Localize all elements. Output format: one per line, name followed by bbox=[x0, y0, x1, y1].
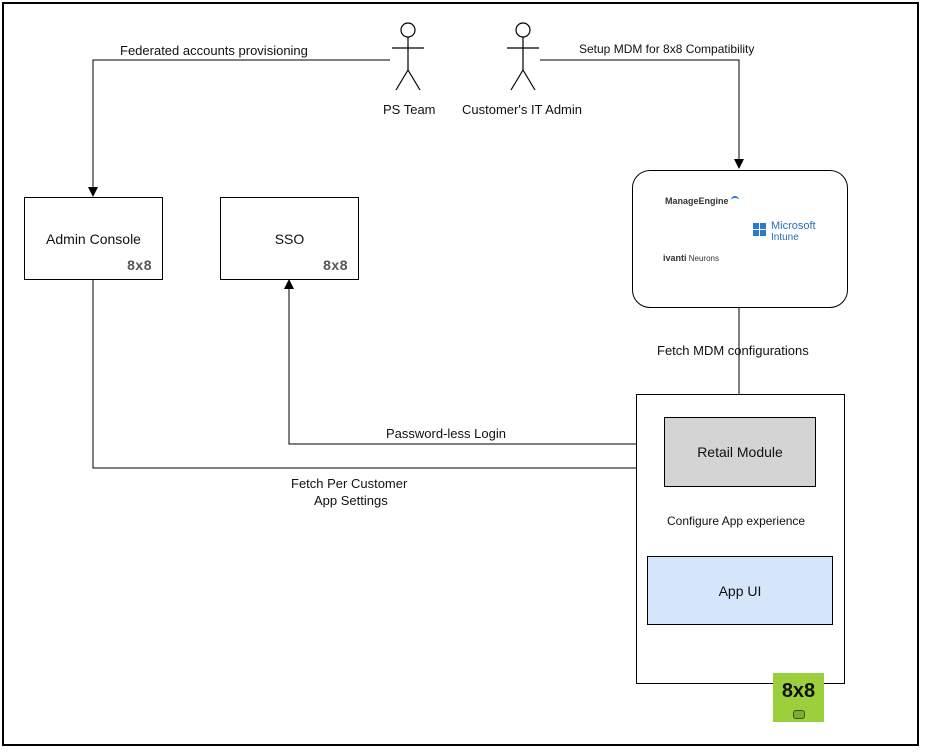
app-ui-box: App UI bbox=[647, 556, 833, 625]
ps-team-actor-icon bbox=[392, 22, 424, 91]
retail-module-label: Retail Module bbox=[697, 444, 783, 460]
edge-label-passwordless: Password-less Login bbox=[386, 426, 506, 441]
edge-label-setup-mdm: Setup MDM for 8x8 Compatibility bbox=[579, 42, 755, 56]
it-admin-actor-icon bbox=[507, 22, 539, 91]
edge-federated bbox=[88, 59, 390, 197]
mdm-providers-box: ManageEngine Microsoft Intune ivanti Neu… bbox=[632, 170, 848, 308]
manageengine-logo: ManageEngine bbox=[665, 196, 739, 206]
logo-cup-icon bbox=[793, 710, 805, 719]
app-ui-label: App UI bbox=[718, 582, 762, 599]
retail-module-box: Retail Module bbox=[664, 417, 816, 487]
sso-brand: 8x8 bbox=[323, 257, 348, 273]
edge-label-fetch-settings-1: Fetch Per Customer bbox=[291, 476, 408, 491]
sso-box: SSO 8x8 bbox=[220, 197, 359, 280]
sso-label: SSO bbox=[274, 230, 305, 247]
8x8-logo: 8x8 bbox=[773, 673, 824, 722]
edge-label-federated: Federated accounts provisioning bbox=[120, 43, 308, 58]
microsoft-windows-icon bbox=[753, 223, 767, 237]
it-admin-label: Customer's IT Admin bbox=[462, 102, 583, 117]
edge-setup-mdm bbox=[540, 59, 744, 169]
microsoft-intune-logo: Microsoft Intune bbox=[771, 220, 816, 244]
edge-label-fetch-settings-2: App Settings bbox=[314, 493, 388, 508]
edge-passwordless bbox=[284, 279, 664, 445]
ivanti-neurons-logo: ivanti Neurons bbox=[663, 253, 719, 263]
admin-console-label: Admin Console bbox=[46, 230, 141, 247]
edge-label-configure-app: Configure App experience bbox=[667, 514, 806, 528]
edge-fetch-settings bbox=[92, 280, 663, 473]
ps-team-label: PS Team bbox=[383, 102, 436, 117]
edge-label-fetch-mdm: Fetch MDM configurations bbox=[657, 343, 809, 358]
admin-console-box: Admin Console 8x8 bbox=[24, 197, 163, 280]
admin-console-brand: 8x8 bbox=[127, 257, 152, 273]
